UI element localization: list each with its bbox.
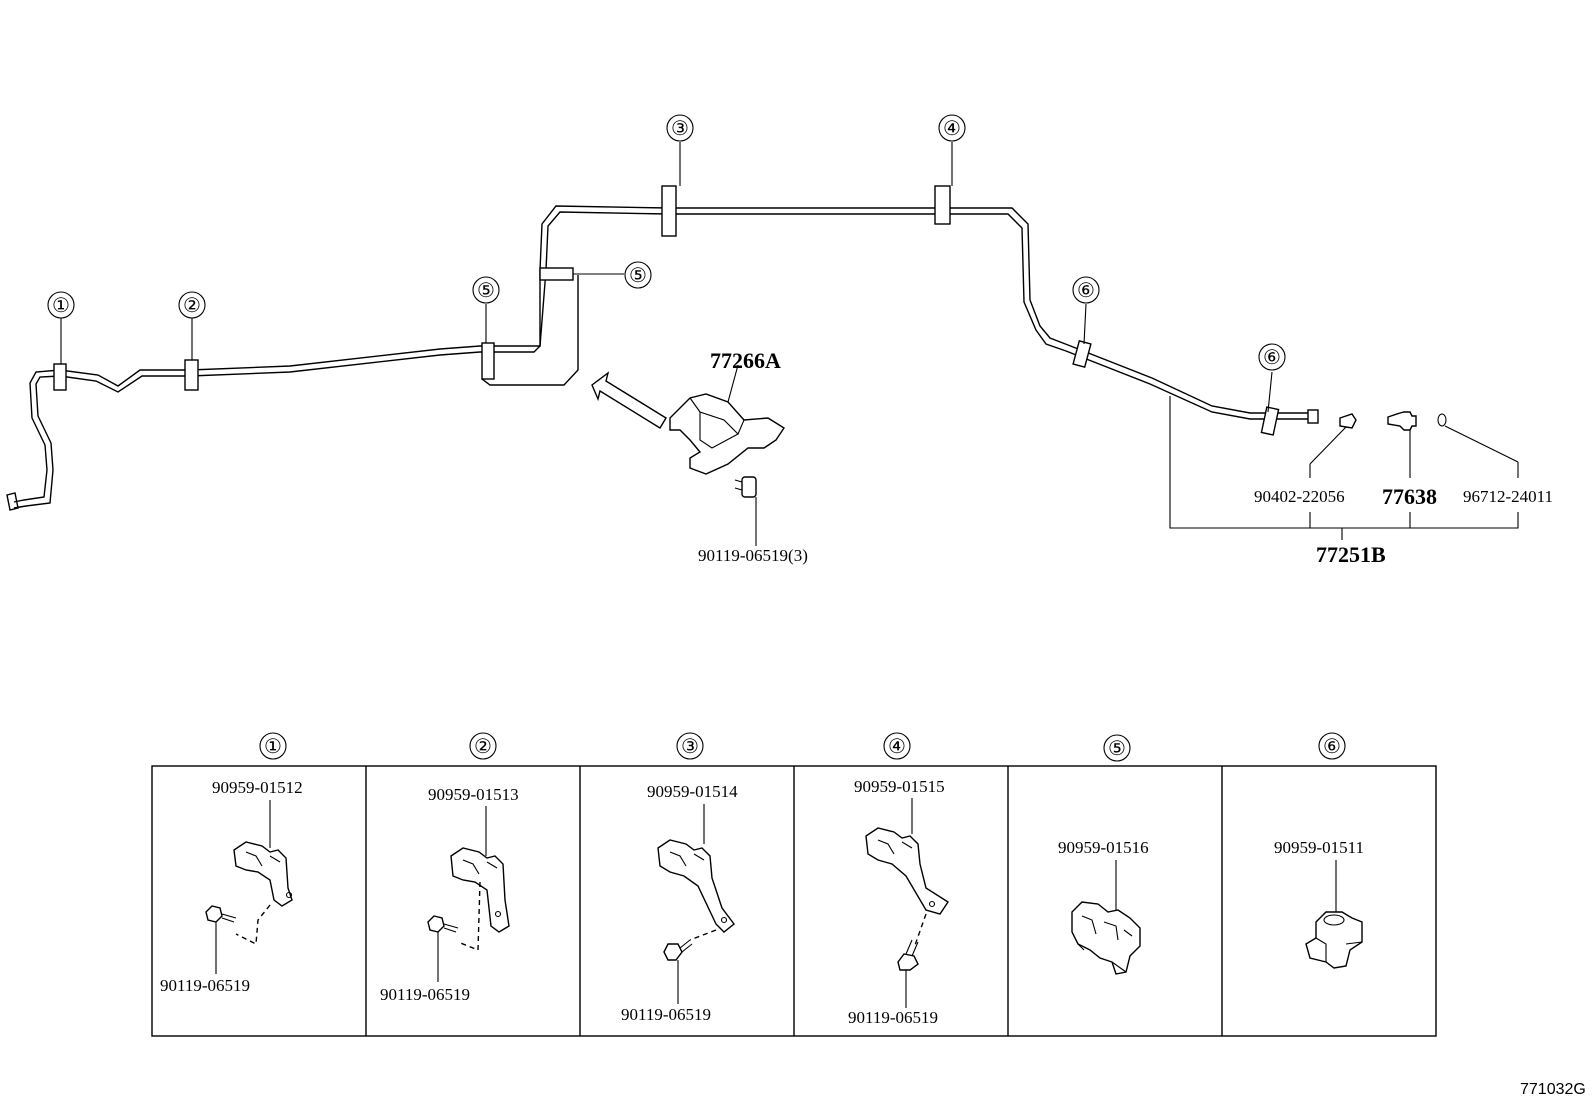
- panel-3-clamp-part-number: 90959-01514: [647, 782, 738, 801]
- panel-2-number: ②: [474, 736, 492, 758]
- bracket-part: [669, 393, 785, 475]
- panel-5: 90959-01516: [1058, 838, 1149, 975]
- panel-2-bolt-part-number: 90119-06519: [380, 985, 470, 1004]
- diagram-code: 771032G: [1520, 1081, 1586, 1098]
- panel-5-clamp-part-number: 90959-01516: [1058, 838, 1149, 857]
- oring-part: [1437, 413, 1447, 427]
- panel-4-clamp-part-number: 90959-01515: [854, 777, 945, 796]
- bracket-assembly: 77266A 90119-06519(3): [591, 348, 808, 565]
- oring-part-number: 96712-24011: [1463, 487, 1553, 506]
- panel-4-bolt-part-number: 90119-06519: [848, 1008, 938, 1027]
- bracket-part-number: 77266A: [710, 348, 781, 373]
- clamp-3-marker: [661, 185, 677, 237]
- plug-part: [1339, 413, 1357, 429]
- callout-5a: ⑤: [477, 280, 495, 302]
- clamp-5a-marker: [481, 342, 495, 380]
- panel-1-number: ①: [264, 736, 282, 758]
- sender-part: [1387, 411, 1417, 431]
- clamp-6b-marker: [1260, 406, 1280, 436]
- clamp-4-marker: [934, 185, 951, 225]
- panel-3-bolt: [663, 939, 693, 961]
- fuel-line: [6, 205, 1319, 511]
- plug-part-number: 90402-22056: [1254, 487, 1345, 506]
- callouts: ① ② ③ ④ ⑤ ⑤ ⑥ ⑥: [47, 114, 1286, 371]
- callout-1: ①: [52, 295, 70, 317]
- callout-leaders: [60, 142, 1273, 413]
- clamp-1-part: [233, 841, 293, 907]
- panel-2: 90959-01513 90119-06519: [380, 785, 519, 1004]
- clamp-1-marker: [53, 363, 67, 391]
- panel-6-number: ⑥: [1323, 736, 1341, 758]
- panel-6: 90959-01511: [1274, 838, 1364, 969]
- panel-3-number: ③: [681, 736, 699, 758]
- callout-4: ④: [943, 118, 961, 140]
- panel-4-bolt: [897, 939, 919, 971]
- panel-1-clamp-part-number: 90959-01512: [212, 778, 303, 797]
- sender-part-number: 77638: [1382, 484, 1437, 509]
- panel-2-clamp-part-number: 90959-01513: [428, 785, 519, 804]
- panel-1-bolt-part-number: 90119-06519: [160, 976, 250, 995]
- clamp-2-part: [450, 847, 510, 933]
- clamp-5-part: [1071, 901, 1141, 975]
- panel-6-clamp-part-number: 90959-01511: [1274, 838, 1364, 857]
- callout-6a: ⑥: [1077, 280, 1095, 302]
- panel-3-bolt-part-number: 90119-06519: [621, 1005, 711, 1024]
- detail-panels: ① ② ③ ④ ⑤ ⑥ 90959-01512 90119-06519: [151, 732, 1437, 1037]
- panel-1: 90959-01512 90119-06519: [160, 778, 303, 995]
- callout-3: ③: [671, 118, 689, 140]
- callout-6b: ⑥: [1263, 347, 1281, 369]
- line-clamps: [53, 185, 1280, 436]
- bracket-bolt: [734, 476, 757, 498]
- panel-4: 90959-01515 90119-06519: [848, 777, 949, 1027]
- bracket-bolt-part-number: 90119-06519(3): [698, 546, 808, 565]
- clamp-5b-marker: [539, 267, 574, 281]
- panel-3: 90959-01514 90119-06519: [621, 782, 738, 1024]
- panel-4-number: ④: [888, 736, 906, 758]
- callout-2: ②: [183, 295, 201, 317]
- direction-arrow: [591, 371, 667, 429]
- clamp-2-marker: [184, 359, 199, 391]
- assembly-part-number: 77251B: [1316, 542, 1386, 567]
- clamp-6-part: [1305, 911, 1363, 969]
- panel-1-bolt: [205, 905, 237, 923]
- panel-5-number: ⑤: [1108, 738, 1126, 760]
- clamp-4-part: [865, 827, 949, 915]
- clamp-3-part: [657, 839, 735, 933]
- sender-components: 90402-22056 77638 96712-24011 77251B: [1169, 396, 1553, 567]
- panel-2-bolt: [427, 915, 459, 933]
- callout-5b: ⑤: [629, 265, 647, 287]
- clamp-6a-marker: [1072, 339, 1092, 369]
